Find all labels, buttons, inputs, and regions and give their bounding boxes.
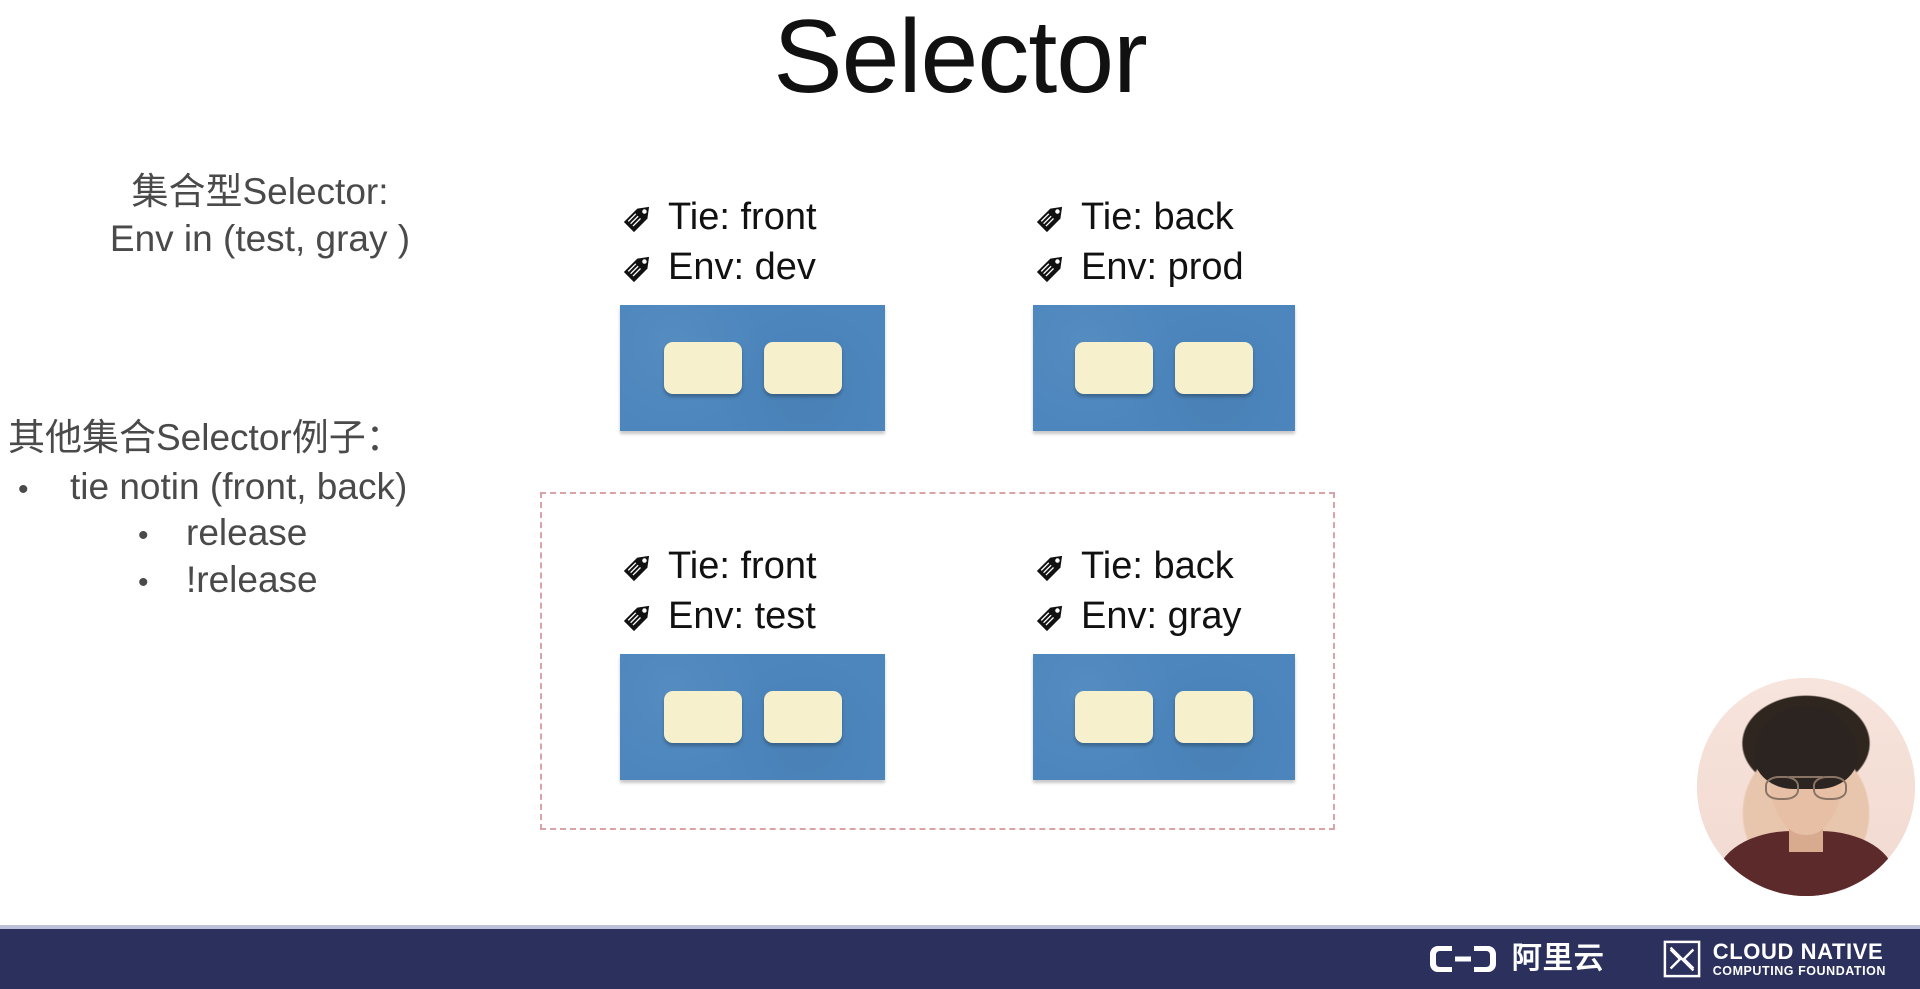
cncf-logo-line2: COMPUTING FOUNDATION (1712, 963, 1886, 978)
tag-icon (1033, 248, 1071, 286)
bullet-marker-icon: • (18, 472, 29, 506)
bullet-marker-icon: • (138, 565, 149, 599)
pod-tie-label-row: Tie: back (1033, 192, 1244, 242)
cncf-logo-text: CLOUD NATIVE COMPUTING FOUNDATION (1712, 938, 1886, 978)
tag-icon (620, 547, 658, 585)
bullet-marker-icon: • (138, 519, 149, 553)
cncf-logo: CLOUD NATIVE COMPUTING FOUNDATION (1663, 940, 1886, 978)
pod-box (620, 305, 885, 431)
pod-labels: Tie: back Env: gray (1033, 541, 1242, 641)
set-selector-heading: 集合型Selector: (131, 171, 389, 212)
set-selector-expression: Env in (test, gray ) (109, 218, 411, 260)
pod-labels: Tie: front Env: dev (620, 192, 817, 292)
pod-env-label: Env: prod (1081, 245, 1244, 288)
tag-icon (620, 597, 658, 635)
aliyun-bracket-logo-icon (1429, 946, 1496, 972)
pod-tie-label: Tie: front (668, 195, 817, 238)
pod-env-label: Env: test (668, 594, 816, 637)
pod-env-label-row: Env: prod (1033, 242, 1244, 292)
pod-tie-label: Tie: back (1081, 195, 1234, 238)
glasses-icon (1764, 776, 1848, 801)
pod-tie-label-row: Tie: back (1033, 541, 1242, 591)
container-block (763, 342, 842, 394)
set-selector-description: 集合型Selector: Env in (test, gray ) (0, 168, 520, 263)
container-block (663, 691, 742, 743)
aliyun-logo-text: 阿里云 (1511, 942, 1605, 975)
pod-tie-label-row: Tie: front (620, 541, 817, 591)
tag-icon (1033, 198, 1071, 236)
pod-env-label-row: Env: dev (620, 242, 817, 292)
pod-labels: Tie: back Env: prod (1033, 192, 1244, 292)
page-title: Selector (773, 0, 1148, 115)
pod-env-label: Env: gray (1081, 594, 1242, 637)
tag-icon (620, 248, 658, 286)
tag-icon (1033, 597, 1071, 635)
pod-box (1033, 654, 1295, 780)
glasses-lens-left (1764, 776, 1800, 801)
container-block (663, 342, 742, 394)
cncf-diamond-logo-icon (1663, 940, 1701, 978)
pod-tie-label-row: Tie: front (620, 192, 817, 242)
list-item-label: tie notin (front, back) (70, 465, 408, 507)
container-block (1175, 342, 1253, 394)
list-item: • release (8, 510, 538, 557)
pod-env-label-row: Env: test (620, 591, 817, 641)
pod-labels: Tie: front Env: test (620, 541, 817, 641)
list-item: • !release (8, 557, 538, 604)
list-item-label: release (186, 512, 308, 554)
presenter-hair (1753, 706, 1859, 790)
footer-brand-bar: 阿里云 CLOUD NATIVE COMPUTING FOUNDATION (0, 925, 1920, 989)
pod-tie-label: Tie: back (1081, 544, 1234, 587)
tag-icon (620, 198, 658, 236)
cncf-logo-line1: CLOUD NATIVE (1712, 938, 1884, 964)
aliyun-logo: 阿里云 (1426, 941, 1605, 977)
matched-pods-region (540, 492, 1335, 830)
other-examples-heading: 其他集合Selector例子： (8, 417, 403, 458)
other-examples-list: 其他集合Selector例子： • tie notin (front, back… (8, 415, 538, 603)
pod-box (1033, 305, 1295, 431)
container-block (763, 691, 842, 743)
pod-env-label-row: Env: gray (1033, 591, 1242, 641)
container-block (1175, 691, 1253, 743)
pod-env-label: Env: dev (668, 245, 816, 288)
tag-icon (1033, 547, 1071, 585)
list-item: • tie notin (front, back) (8, 464, 538, 511)
glasses-bridge (1788, 776, 1824, 779)
container-block (1075, 691, 1153, 743)
list-item-label: !release (186, 558, 318, 600)
container-block (1075, 342, 1153, 394)
pod-box (620, 654, 885, 780)
glasses-lens-right (1812, 776, 1848, 801)
pod-tie-label: Tie: front (668, 544, 817, 587)
presenter-video-bubble[interactable] (1697, 678, 1915, 896)
